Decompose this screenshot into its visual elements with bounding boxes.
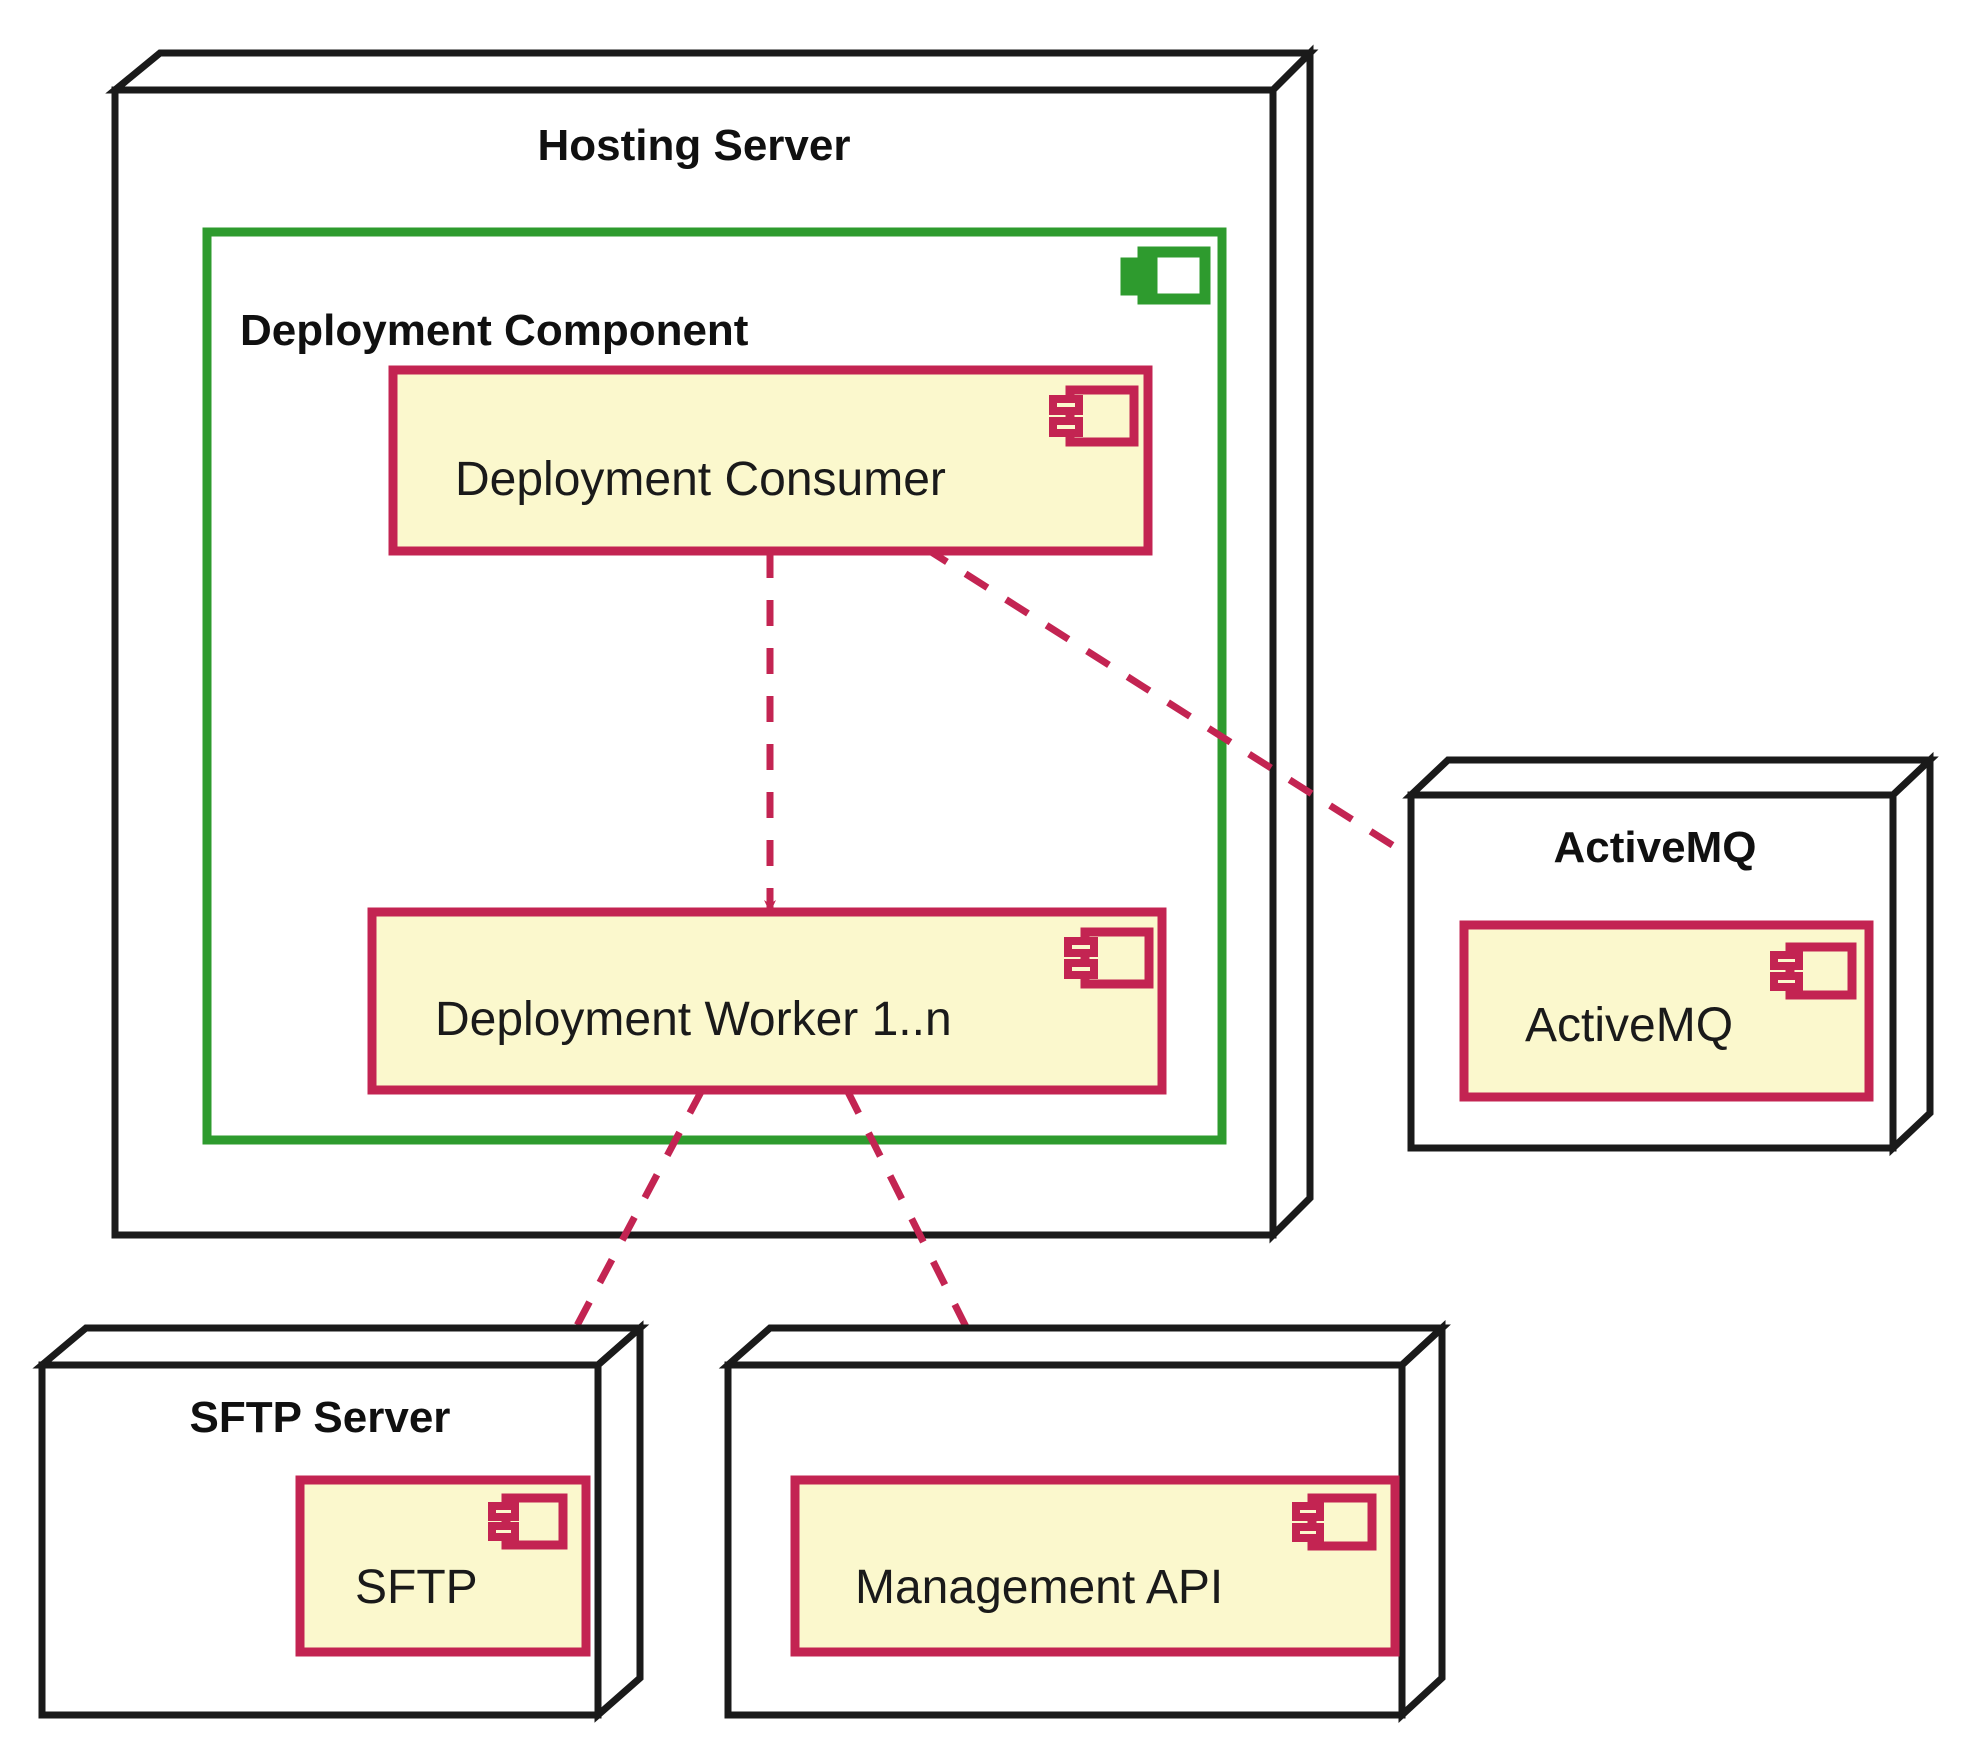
management-api-artifact-label: Management API: [855, 1561, 1223, 1614]
deployment-component-box: [202, 227, 1227, 1145]
artifact-activemq[interactable]: ActiveMQ: [1459, 920, 1874, 1102]
component-icon: [1770, 942, 1857, 1000]
component-icon: [1292, 1493, 1377, 1551]
artifact-deployment-consumer[interactable]: Deployment Consumer: [388, 365, 1153, 556]
hosting-server-top-face: [105, 49, 1319, 94]
component-icon: [1064, 927, 1154, 989]
sftp-server-top-face: [32, 1324, 650, 1369]
component-icon: [488, 1493, 568, 1550]
dependency-worker-to-sftp: [491, 1088, 706, 1482]
management-api-node-top-face: [718, 1324, 1451, 1369]
deployment-consumer-label: Deployment Consumer: [455, 453, 946, 506]
artifact-sftp[interactable]: SFTP: [295, 1475, 591, 1657]
deployment-worker-label: Deployment Worker 1..n: [435, 993, 952, 1046]
component-deployment-component[interactable]: Deployment Component: [202, 227, 1227, 1145]
sftp-server-title: SFTP Server: [190, 1393, 451, 1442]
sftp-server-side-face: [594, 1320, 644, 1723]
hosting-server-side-face: [1269, 44, 1314, 1244]
node-hosting-server[interactable]: Hosting Server: [105, 44, 1319, 1244]
activemq-node-top-face: [1402, 756, 1939, 799]
sftp-artifact-label: SFTP: [355, 1561, 478, 1614]
component-icon: [1120, 246, 1211, 305]
deployment-component-title: Deployment Component: [240, 306, 749, 355]
activemq-node-title: ActiveMQ: [1554, 823, 1757, 872]
management-api-node-side-face: [1398, 1319, 1446, 1724]
artifact-deployment-worker[interactable]: Deployment Worker 1..n: [367, 907, 1167, 1095]
artifact-management-api[interactable]: Management API: [790, 1475, 1400, 1657]
deployment-worker-box: [367, 907, 1167, 1095]
activemq-artifact-label: ActiveMQ: [1525, 999, 1733, 1052]
component-icon: [1049, 385, 1139, 447]
deployment-consumer-box: [388, 365, 1153, 556]
hosting-server-title: Hosting Server: [538, 121, 851, 170]
activemq-node-side-face: [1889, 751, 1934, 1157]
dependency-worker-to-management-api: [843, 1088, 1047, 1482]
